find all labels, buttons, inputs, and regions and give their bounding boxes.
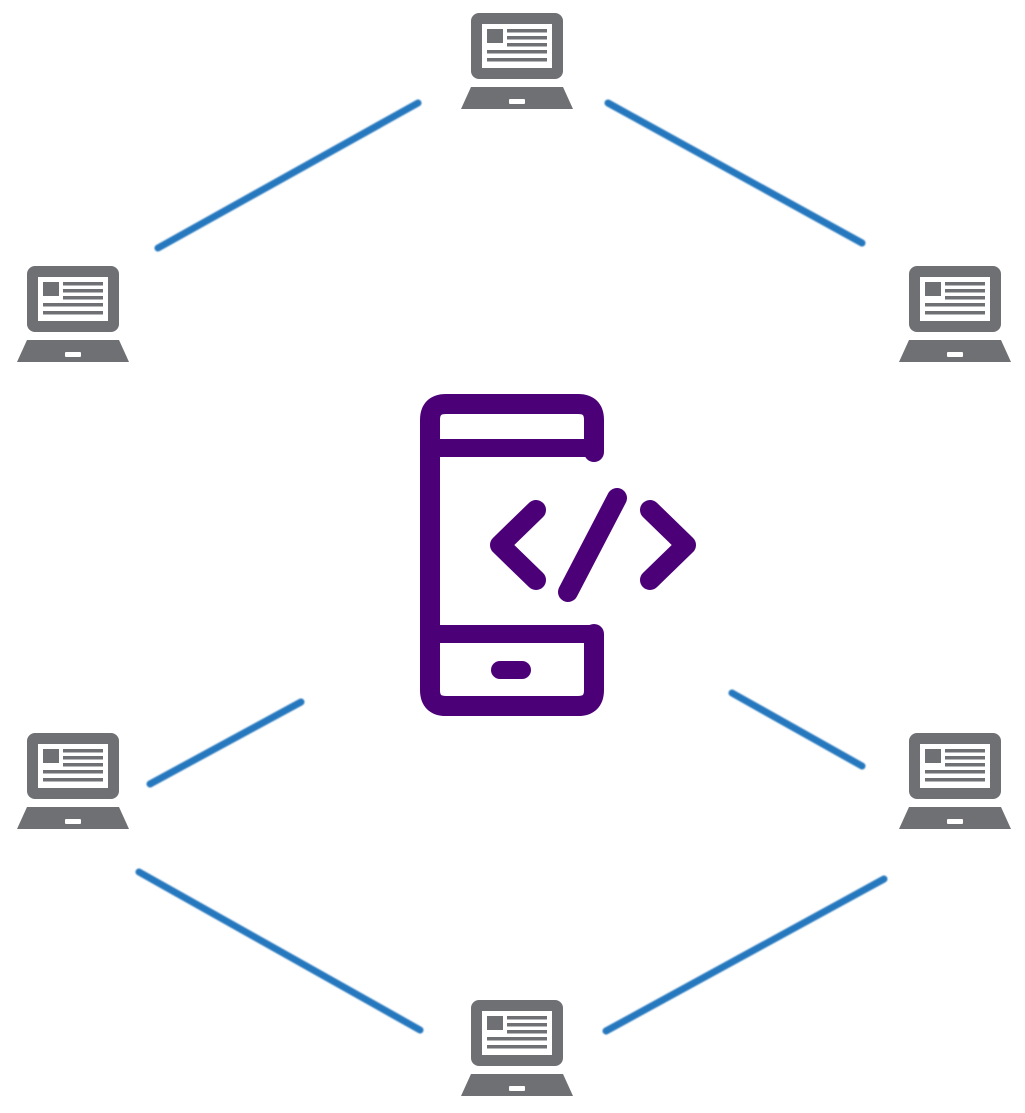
code-left-bracket-icon bbox=[490, 500, 546, 590]
mobile-code-icon bbox=[420, 394, 696, 716]
laptop-icon-bottom bbox=[461, 1000, 573, 1096]
laptop-icon-upper-right bbox=[899, 266, 1011, 362]
link-lower-right-bottom bbox=[602, 875, 888, 1035]
link-lower-left-center bbox=[146, 698, 305, 788]
phone-outline bbox=[420, 394, 604, 716]
links-layer bbox=[67, 99, 959, 1035]
laptop-icon-lower-right bbox=[899, 733, 1011, 829]
code-slash-icon bbox=[558, 488, 627, 602]
laptop-icon-top bbox=[461, 13, 573, 109]
link-lower-left-bottom bbox=[135, 868, 424, 1034]
laptop-icon-upper-left bbox=[17, 266, 129, 362]
link-top-upper-right bbox=[604, 99, 866, 247]
link-top-upper-left bbox=[154, 99, 422, 252]
code-right-bracket-icon bbox=[640, 500, 696, 590]
link-lower-right-center bbox=[728, 689, 866, 770]
laptop-icon-lower-left bbox=[17, 733, 129, 829]
